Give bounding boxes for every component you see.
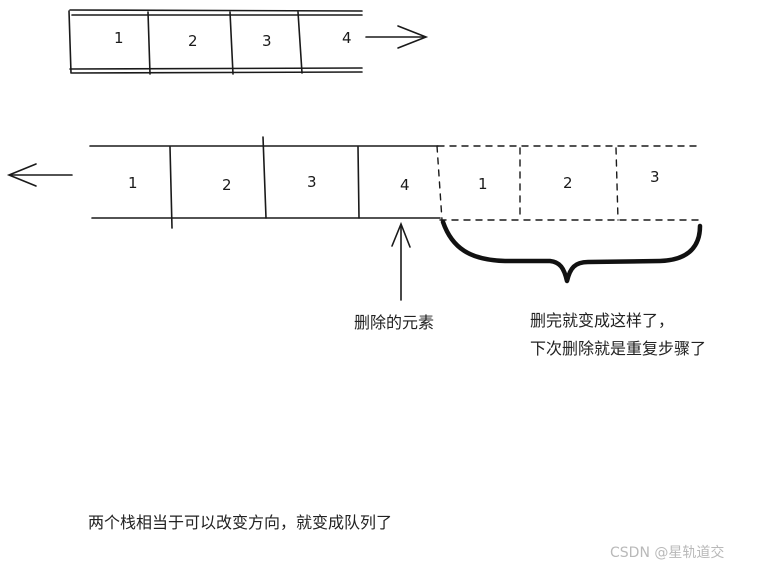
top-stack-right-arrow-head: [397, 25, 429, 49]
bottom-queue-solid-labels: 1 2 3 4: [128, 173, 410, 194]
top-stack-cell-3: 3: [262, 32, 272, 50]
bottom-dashed-cell-2: 2: [563, 174, 573, 192]
top-stack-cell-2: 2: [188, 32, 198, 50]
bottom-left-arrow-head: [6, 163, 37, 187]
top-stack-divider-1: [147, 11, 151, 75]
top-stack-cell-4: 4: [342, 29, 352, 47]
dashed-left-edge: [436, 145, 443, 221]
bottom-queue-solid: [6, 136, 441, 301]
top-stack-top-border: [69, 9, 363, 12]
after-delete-label-line1: 删完就变成这样了，: [530, 311, 675, 330]
bottom-solid-cell-1: 1: [128, 174, 138, 192]
summary-text: 两个栈相当于可以改变方向，就变成队列了: [88, 513, 393, 532]
deleted-element-arrow-head: [391, 221, 411, 248]
bottom-dashed-cell-1: 1: [478, 175, 488, 193]
bottom-solid-cell-3: 3: [307, 173, 317, 191]
bottom-solid-cell-2: 2: [222, 176, 232, 194]
after-delete-label-line2: 下次删除就是重复步骤了: [530, 339, 707, 358]
top-stack-left-edge: [68, 10, 72, 74]
top-stack-divider-3: [297, 11, 303, 74]
bottom-solid-cell-4: 4: [400, 176, 410, 194]
top-stack-bottom-border: [69, 67, 363, 70]
top-stack-divider-2: [229, 11, 234, 75]
dashed-divider-2: [615, 147, 619, 221]
top-stack-bottom-border-inner: [71, 71, 363, 74]
curly-brace: [440, 219, 703, 284]
bottom-queue-dashed: [436, 145, 699, 221]
watermark: CSDN @星轨道交: [610, 545, 725, 561]
bottom-queue-divider-2: [262, 136, 267, 219]
bottom-dashed-cell-3: 3: [650, 168, 660, 186]
top-stack-labels: 1 2 3 4: [114, 29, 352, 50]
bottom-queue-divider-3: [357, 146, 360, 219]
top-stack-cell-1: 1: [114, 29, 124, 47]
bottom-queue-dashed-labels: 1 2 3: [478, 168, 660, 193]
bottom-queue-divider-1: [169, 146, 173, 229]
top-stack: [68, 9, 429, 75]
deleted-element-label: 删除的元素: [354, 313, 435, 332]
